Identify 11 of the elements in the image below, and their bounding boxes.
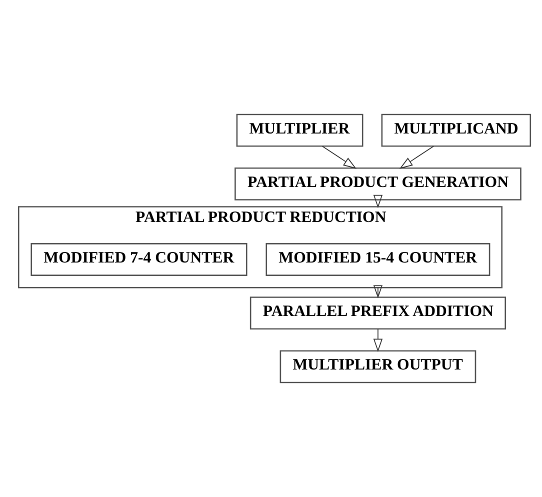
node-box: MULTIPLIER OUTPUT: [280, 350, 476, 384]
arrow: [373, 328, 383, 352]
arrow: [373, 285, 383, 298]
node-box: MULTIPLIER: [236, 114, 364, 147]
arrow: [399, 146, 434, 169]
arrow: [322, 146, 357, 169]
node-box: MODIFIED 15-4 COUNTER: [266, 243, 490, 276]
arrow: [373, 194, 383, 208]
node-box: MODIFIED 7-4 COUNTER: [30, 243, 248, 276]
node-box: PARALLEL PREFIX ADDITION: [250, 296, 506, 330]
node-box: MULTIPLICAND: [381, 114, 532, 147]
